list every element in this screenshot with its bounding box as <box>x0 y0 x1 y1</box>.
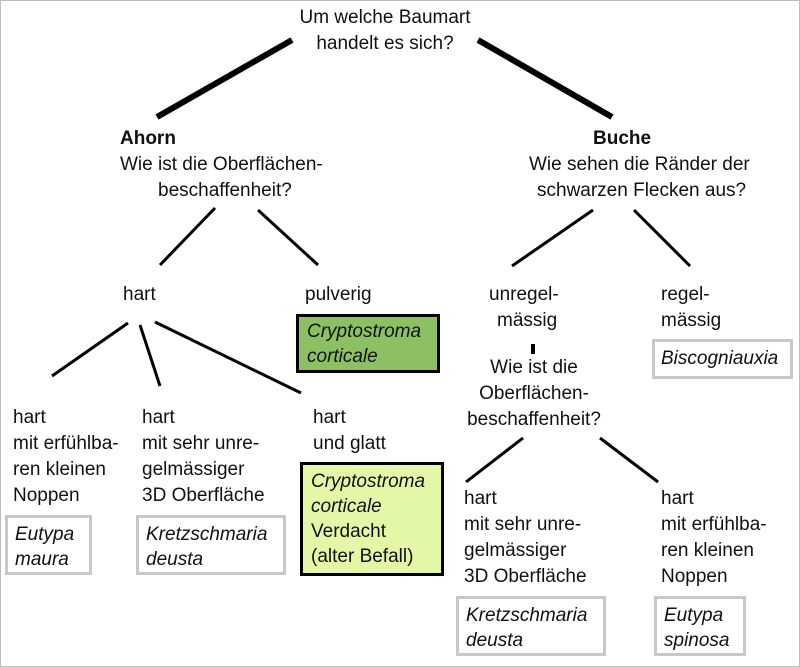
label-line: mässig <box>661 310 722 331</box>
result-line: Eutypa <box>664 605 724 626</box>
ahorn-question-line2: beschaffenheit? <box>158 180 292 201</box>
label-line: unregel- <box>489 284 559 305</box>
result-kretzschmaria-deusta-buche: Kretzschmaria deusta <box>456 596 606 656</box>
ahorn-hart-c-description: hart und glatt <box>313 405 386 457</box>
description-line: mit erfühlba- <box>661 514 767 535</box>
description-line: ren kleinen <box>661 540 754 561</box>
description-line: mit sehr unre- <box>142 433 260 454</box>
description-line: gelmässiger <box>142 459 245 480</box>
result-biscogniauxia: Biscogniauxia <box>652 339 793 379</box>
label-line: regel- <box>661 284 710 305</box>
question-line: Wie ist die <box>490 357 578 378</box>
result-eutypa-maura: Eutypa maura <box>5 515 92 575</box>
edge-buche-regel <box>632 208 692 268</box>
edge-hart-b <box>138 324 162 387</box>
edge-buche-unregel <box>511 208 594 268</box>
root-question-line1: Um welche Baumart <box>299 7 471 28</box>
edge-ahorn-hart <box>158 206 217 267</box>
result-line: Cryptostroma <box>311 471 426 492</box>
result-line: Verdacht <box>311 521 386 542</box>
result-line: corticale <box>307 346 378 367</box>
result-line: Biscogniauxia <box>661 348 779 369</box>
buche-hart-b-description: hart mit erfühlba- ren kleinen Noppen <box>661 486 767 590</box>
ahorn-hart-label: hart <box>123 284 156 305</box>
label-line: mässig <box>497 310 558 331</box>
edge-root-ahorn <box>155 37 294 120</box>
root-question-line2: handelt es sich? <box>316 33 454 54</box>
edge-hart-a <box>51 321 129 378</box>
result-line: deusta <box>466 630 524 651</box>
result-line: Kretzschmaria <box>146 524 268 545</box>
buche-hart-a-description: hart mit sehr unre- gelmässiger 3D Oberf… <box>464 486 587 590</box>
buche-title: Buche <box>593 128 652 149</box>
buche-unregel-label: unregel- mässig <box>489 282 559 334</box>
edge-ahorn-pulverig <box>256 208 320 267</box>
buche-question-line2: schwarzen Flecken aus? <box>537 180 747 201</box>
result-kretzschmaria-deusta-ahorn: Kretzschmaria deusta <box>136 515 286 575</box>
ahorn-hart-a-description: hart mit erfühlba- ren kleinen Noppen <box>13 405 119 509</box>
edge-root-buche <box>476 37 614 120</box>
description-line: hart <box>464 488 497 509</box>
description-line: hart <box>661 488 694 509</box>
result-cryptostroma-pulverig: Cryptostroma corticale <box>296 314 440 373</box>
result-cryptostroma-verdacht: Cryptostroma corticale Verdacht (alter B… <box>300 462 444 576</box>
buche-question-line1: Wie sehen die Ränder der <box>529 154 750 175</box>
edge-sub-b <box>599 436 659 484</box>
ahorn-question-line1: Wie ist die Oberflächen- <box>120 154 323 175</box>
result-line: maura <box>15 549 69 570</box>
description-line: hart <box>142 407 175 428</box>
question-line: Oberflächen- <box>479 383 589 404</box>
buche-sub-question: Wie ist die Oberflächen- beschaffenheit? <box>445 355 623 433</box>
result-line: deusta <box>146 549 204 570</box>
ahorn-title: Ahorn <box>120 128 176 149</box>
description-line: gelmässiger <box>464 540 567 561</box>
result-line: (alter Befall) <box>311 546 414 567</box>
description-line: 3D Oberfläche <box>464 566 587 587</box>
question-line: beschaffenheit? <box>467 409 601 430</box>
ahorn-pulverig-label: pulverig <box>305 284 372 305</box>
result-eutypa-spinosa: Eutypa spinosa <box>654 596 746 656</box>
result-line: spinosa <box>664 630 730 651</box>
description-line: Noppen <box>13 485 80 506</box>
result-line: Eutypa <box>15 524 75 545</box>
description-line: Noppen <box>661 566 728 587</box>
result-line: Kretzschmaria <box>466 605 588 626</box>
edge-hart-c <box>154 320 302 395</box>
description-line: hart <box>313 407 346 428</box>
ahorn-hart-b-description: hart mit sehr unre- gelmässiger 3D Oberf… <box>142 405 265 509</box>
root-question: Um welche Baumart handelt es sich? <box>280 5 490 57</box>
result-line: Cryptostroma <box>307 321 422 342</box>
result-line: corticale <box>311 496 382 517</box>
description-line: ren kleinen <box>13 459 106 480</box>
buche-regel-label: regel- mässig <box>661 282 721 334</box>
edge-sub-a <box>465 436 524 484</box>
description-line: hart <box>13 407 46 428</box>
description-line: mit sehr unre- <box>464 514 582 535</box>
description-line: und glatt <box>313 433 386 454</box>
description-line: mit erfühlba- <box>13 433 119 454</box>
description-line: 3D Oberfläche <box>142 485 265 506</box>
